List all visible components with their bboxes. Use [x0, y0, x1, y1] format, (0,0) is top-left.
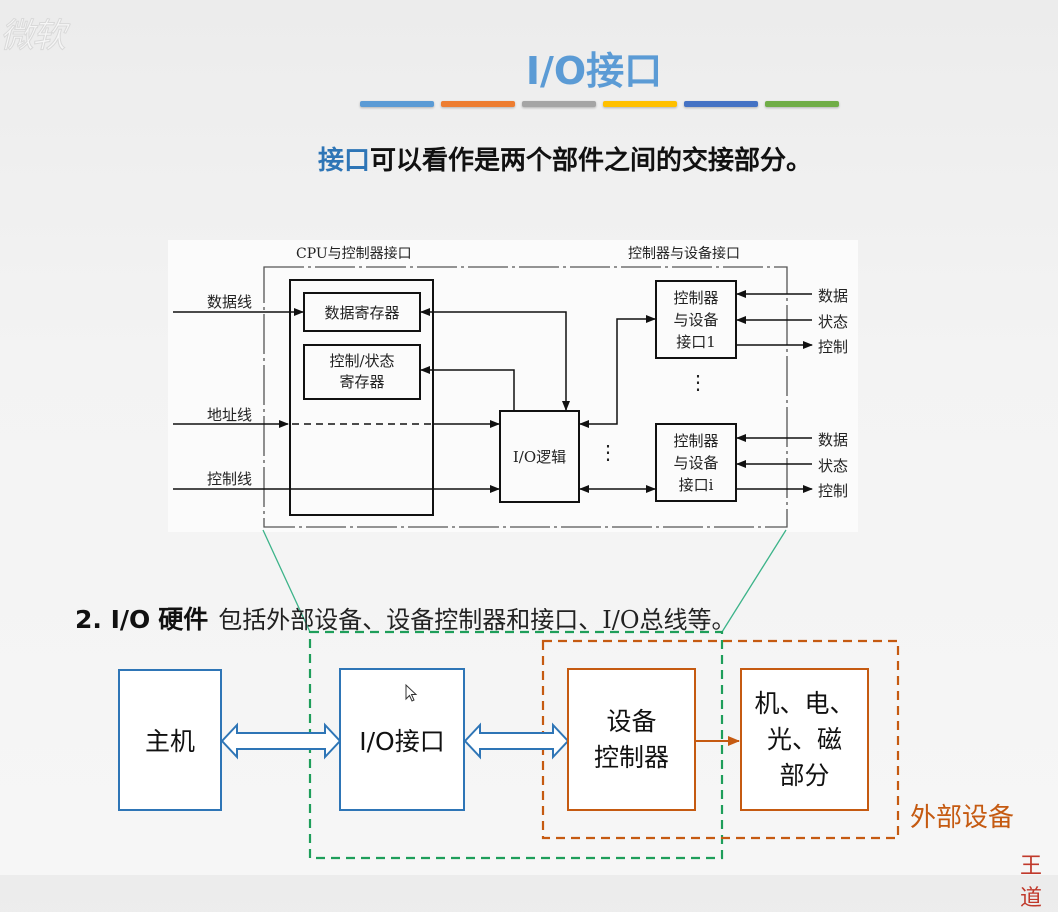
cpu-controller-interface-label: CPU与控制器接口: [296, 246, 412, 262]
io-to-interface1-link: [579, 315, 656, 428]
interface1-line3: 接口1: [676, 332, 716, 351]
mechanical-parts-box: 机、电、 光、磁 部分: [740, 668, 869, 811]
device1-status-label: 状态: [818, 313, 849, 331]
device-controller-line1: 设备: [606, 706, 657, 736]
ctrl-status-line1: 控制/状态: [329, 352, 395, 370]
io-hardware-heading: 2. I/O 硬件包括外部设备、设备控制器和接口、I/O总线等。: [75, 600, 736, 636]
device-interface-1-box: [655, 280, 737, 359]
io-controller-double-arrow: [463, 722, 570, 760]
definition-text: 接口可以看作是两个部件之间的交接部分。: [318, 140, 812, 177]
underline-bar: [441, 101, 515, 107]
host-io-double-arrow: [220, 722, 342, 760]
device-controller-box: 设备 控制器: [567, 668, 696, 811]
device1-control-label: 控制: [818, 338, 849, 356]
io-interface-box: I/O接口: [339, 668, 465, 811]
ctrl-status-register-box: [303, 344, 421, 400]
underline-bar: [684, 101, 758, 107]
definition-body: 可以看作是两个部件之间的交接部分。: [370, 146, 813, 176]
ctrl-status-line2: 寄存器: [339, 373, 385, 391]
interfacei-line2: 与设备: [673, 453, 719, 472]
interface1-line2: 与设备: [673, 310, 719, 329]
devicei-control-label: 控制: [818, 482, 849, 500]
ctrl-status-register-label: 控制/状态 寄存器: [306, 347, 418, 397]
parts-line3: 部分: [779, 760, 830, 790]
zoom-connector-left: [262, 529, 311, 633]
title-underline-bars: [360, 101, 839, 107]
device-interface-i-label: 控制器 与设备 接口i: [658, 426, 734, 499]
device-controller-line2: 控制器: [593, 742, 669, 772]
interface-ellipsis: ⋮: [688, 370, 708, 394]
keyword-interface: 接口: [318, 146, 371, 176]
underline-bar: [765, 101, 839, 107]
device-interface-1-label: 控制器 与设备 接口1: [658, 283, 734, 356]
underline-bar: [522, 101, 596, 107]
io-logic-box: [499, 410, 580, 503]
device1-data-label: 数据: [818, 287, 849, 305]
data-register-label: 数据寄存器: [324, 303, 400, 322]
corner-brand-text: 王道: [1020, 854, 1043, 911]
io-ellipsis: ⋮: [598, 440, 618, 464]
devicei-status-label: 状态: [818, 457, 849, 475]
section-heading: 硬件: [158, 605, 209, 634]
data-line-label: 数据线: [207, 293, 253, 311]
io-logic-label: I/O逻辑: [512, 448, 567, 466]
underline-bar: [603, 101, 677, 107]
region-boundary: [263, 266, 788, 528]
interface1-line1: 控制器: [673, 288, 719, 307]
diagram-canvas: [173, 266, 900, 860]
watermark-logo: 微软: [0, 16, 67, 57]
interfacei-line1: 控制器: [673, 431, 719, 450]
zoom-connector-right: [721, 529, 787, 633]
parts-line2: 光、磁: [766, 724, 842, 754]
page-title: I/O接口: [525, 49, 663, 93]
device-interface-i-box: [655, 423, 737, 502]
external-device-label: 外部设备: [910, 803, 1015, 833]
controller-device-interface-label: 控制器与设备接口: [628, 246, 740, 262]
underline-bar: [360, 101, 434, 107]
status-register-link: [420, 366, 515, 411]
interfacei-line3: 接口i: [678, 475, 714, 494]
control-line-label: 控制线: [207, 470, 253, 488]
section-number: 2. I/O: [75, 605, 151, 634]
data-register-link: [420, 308, 570, 411]
mouse-pointer-icon: [405, 683, 419, 709]
devicei-data-label: 数据: [818, 431, 849, 449]
address-line-label: 地址线: [207, 406, 253, 424]
host-box: 主机: [118, 669, 222, 811]
parts-line1: 机、电、: [754, 688, 855, 718]
section-description: 包括外部设备、设备控制器和接口、I/O总线等。: [218, 606, 736, 634]
interface-region-border: [263, 266, 788, 528]
